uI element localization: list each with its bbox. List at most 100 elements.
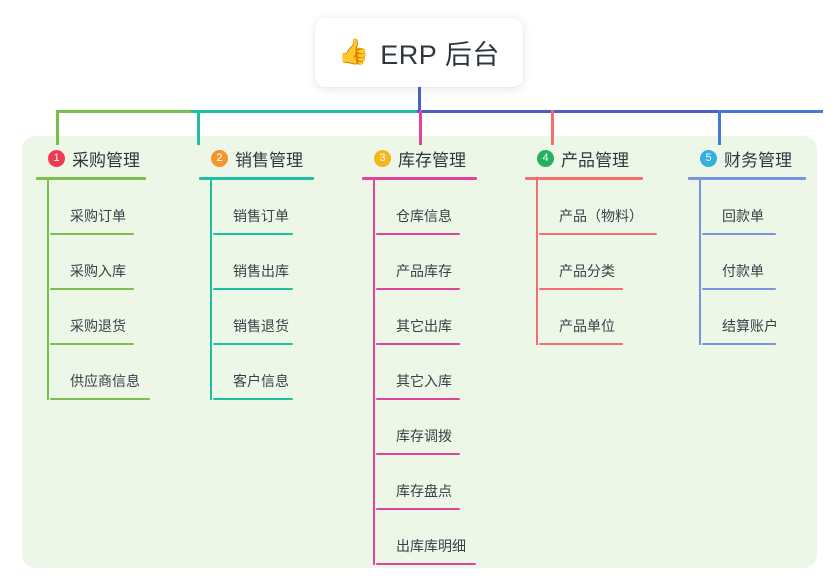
branch-header-5[interactable]: 5 财务管理	[688, 146, 818, 170]
connector-bus-segment-1	[56, 110, 191, 113]
branch-column-1: 1 采购管理采购订单采购入库采购退货供应商信息	[36, 146, 186, 400]
branch-item[interactable]: 产品库存	[376, 235, 512, 290]
branch-item[interactable]: 采购退货	[50, 290, 186, 345]
branch-item-underline	[702, 288, 776, 290]
branch-item[interactable]: 采购订单	[50, 180, 186, 235]
branch-number-badge: 1	[48, 149, 65, 167]
branch-column-3: 3 库存管理仓库信息产品库存其它出库其它入库库存调拨库存盘点出库库明细	[362, 146, 512, 565]
branch-item[interactable]: 其它出库	[376, 290, 512, 345]
branch-item-label: 其它出库	[396, 318, 452, 334]
connector-drop-5	[718, 110, 721, 145]
branch-items-4: 产品（物料） 产品分类产品单位	[525, 180, 675, 345]
branch-item[interactable]: 销售退货	[213, 290, 349, 345]
branch-spine	[210, 180, 212, 400]
branch-item-underline	[376, 508, 460, 510]
connector-drop-4	[551, 110, 554, 145]
branch-item[interactable]: 采购入库	[50, 235, 186, 290]
branch-item-label: 回款单	[722, 208, 764, 224]
branch-item-underline	[702, 233, 776, 235]
branch-underline	[36, 177, 146, 180]
branch-underline	[199, 177, 314, 180]
branch-item[interactable]: 供应商信息	[50, 345, 186, 400]
branch-spine	[536, 180, 538, 345]
branch-item-underline	[50, 288, 134, 290]
branch-spine	[47, 180, 49, 400]
branch-items-1: 采购订单采购入库采购退货供应商信息	[36, 180, 186, 400]
branch-number-badge: 2	[211, 149, 228, 167]
branch-item-underline	[376, 233, 460, 235]
branch-label: 销售管理	[235, 150, 303, 170]
branch-item-label: 产品（物料）	[559, 208, 643, 224]
branch-label: 产品管理	[561, 150, 629, 170]
branch-item-underline	[213, 233, 293, 235]
branch-item-label: 采购退货	[70, 318, 126, 334]
branch-item[interactable]: 其它入库	[376, 345, 512, 400]
branch-underline	[362, 177, 477, 180]
branch-label: 采购管理	[72, 150, 140, 170]
branch-item-underline	[539, 233, 657, 235]
branch-item-label: 结算账户	[722, 318, 778, 334]
branch-item-label: 产品分类	[559, 263, 615, 279]
branch-item[interactable]: 销售出库	[213, 235, 349, 290]
branch-header-1[interactable]: 1 采购管理	[36, 146, 186, 170]
branch-header-4[interactable]: 4 产品管理	[525, 146, 675, 170]
branch-item[interactable]: 付款单	[702, 235, 818, 290]
branch-item-label: 客户信息	[233, 373, 289, 389]
branch-label: 库存管理	[398, 150, 466, 170]
branch-header-3[interactable]: 3 库存管理	[362, 146, 512, 170]
branch-item-underline	[539, 288, 623, 290]
branch-item-underline	[213, 398, 293, 400]
branch-item-label: 产品库存	[396, 263, 452, 279]
branch-item-label: 产品单位	[559, 318, 615, 334]
branch-item[interactable]: 库存调拨	[376, 400, 512, 455]
branch-item[interactable]: 销售订单	[213, 180, 349, 235]
branch-item-underline	[376, 563, 476, 565]
connector-drop-3	[419, 110, 422, 145]
branch-header-2[interactable]: 2 销售管理	[199, 146, 349, 170]
branch-item-label: 供应商信息	[70, 373, 140, 389]
connector-drop-2	[197, 110, 200, 145]
branch-item[interactable]: 结算账户	[702, 290, 818, 345]
branch-item[interactable]: 库存盘点	[376, 455, 512, 510]
branch-item[interactable]: 出库库明细	[376, 510, 512, 565]
branch-item[interactable]: 产品单位	[539, 290, 675, 345]
connector-bus-segment-3	[417, 110, 718, 113]
branch-item-label: 销售订单	[233, 208, 289, 224]
branch-item-underline	[376, 288, 460, 290]
branch-number-badge: 4	[537, 149, 554, 167]
branch-item-underline	[213, 343, 293, 345]
branch-item[interactable]: 仓库信息	[376, 180, 512, 235]
branch-underline	[525, 177, 643, 180]
connector-drop-1	[56, 110, 59, 145]
branch-label: 财务管理	[724, 150, 792, 170]
connector-bus-segment-2	[191, 110, 417, 113]
branch-number-badge: 5	[700, 149, 717, 167]
branch-item-underline	[50, 233, 134, 235]
branch-item[interactable]: 客户信息	[213, 345, 349, 400]
branch-item[interactable]: 产品分类	[539, 235, 675, 290]
connector-root-stem	[418, 87, 421, 113]
branch-number-badge: 3	[374, 149, 391, 167]
branch-items-5: 回款单付款单结算账户	[688, 180, 818, 345]
branch-underline	[688, 177, 806, 180]
branch-spine	[699, 180, 701, 345]
branch-column-4: 4 产品管理产品（物料） 产品分类产品单位	[525, 146, 675, 345]
branch-item-underline	[50, 343, 134, 345]
branch-items-2: 销售订单销售出库销售退货客户信息	[199, 180, 349, 400]
branch-column-2: 2 销售管理销售订单销售出库销售退货客户信息	[199, 146, 349, 400]
diagram-background-panel	[22, 136, 817, 568]
branch-items-3: 仓库信息产品库存其它出库其它入库库存调拨库存盘点出库库明细	[362, 180, 512, 565]
branch-item-label: 库存调拨	[396, 428, 452, 444]
branch-item-label: 采购入库	[70, 263, 126, 279]
branch-item-label: 采购订单	[70, 208, 126, 224]
thumbs-up-icon: 👍	[338, 38, 370, 66]
branch-item-label: 付款单	[722, 263, 764, 279]
branch-item-underline	[376, 453, 460, 455]
branch-item-underline	[376, 343, 460, 345]
root-node-erp-backend[interactable]: 👍 ERP 后台	[315, 18, 523, 87]
root-node-title: ERP 后台	[380, 40, 500, 70]
branch-item-underline	[539, 343, 623, 345]
branch-item[interactable]: 回款单	[702, 180, 818, 235]
branch-item[interactable]: 产品（物料）	[539, 180, 675, 235]
